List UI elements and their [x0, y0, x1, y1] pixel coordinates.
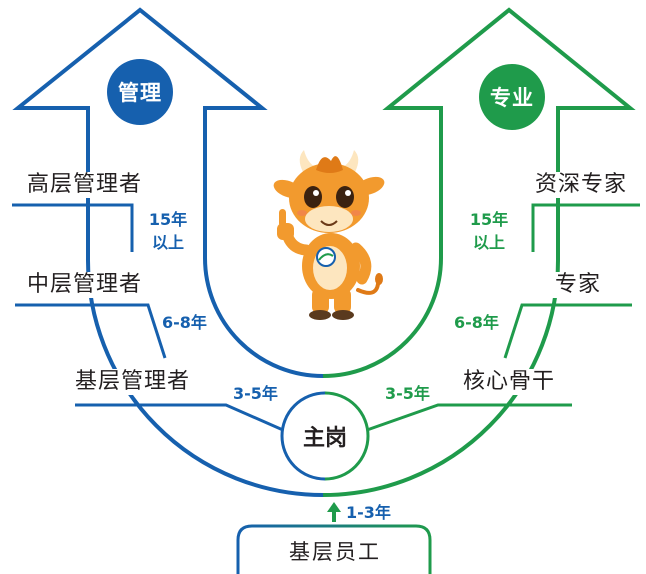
management-outer-curve [85, 257, 324, 497]
professional-middle-years: 6-8年 [454, 313, 499, 332]
senior-expert-step-line [531, 203, 640, 252]
cow-mascot-icon [273, 150, 385, 320]
entry-level-box [236, 524, 432, 574]
mascot-left-hoof [309, 310, 331, 320]
senior-manager-label: 高层管理者 [24, 172, 146, 198]
professional-arrow [322, 7, 636, 378]
professional-badge-label: 专业 [490, 86, 534, 110]
management-arrow [12, 7, 324, 378]
management-junior-years: 3-5年 [233, 384, 278, 403]
mascot-left-eye [304, 186, 322, 208]
professional-senior-years-line-2: 以上 [472, 233, 505, 252]
mascot-left-horn [299, 150, 315, 172]
mascot-left-eye-highlight [313, 190, 319, 196]
mascot-tail [356, 282, 380, 295]
senior-expert-label: 资深专家 [532, 172, 631, 198]
mascot-chest-logo-icon [316, 247, 336, 267]
expert-label: 专家 [552, 272, 605, 298]
arrow-up-icon [327, 502, 341, 522]
middle-manager-label: 中层管理者 [24, 272, 146, 298]
mascot-muzzle [305, 206, 353, 232]
professional-outer-curve [322, 257, 561, 497]
main-post-circle [282, 393, 368, 479]
management-senior-years-line-1: 15年 [148, 210, 188, 229]
mascot-tail-tuft [375, 273, 383, 285]
mascot-right-hoof [332, 310, 354, 320]
middle-manager-step-line [15, 303, 167, 359]
mascot-right-eye [336, 186, 354, 208]
professional-badge: 专业 [479, 64, 545, 130]
core-backbone-step-line [366, 403, 572, 432]
mascot-right-arm [350, 242, 372, 285]
mascot-right-eye-highlight [345, 190, 351, 196]
professional-junior-years: 3-5年 [385, 384, 430, 403]
main-post-circle-left-arc [280, 391, 326, 481]
professional-senior-years: 15年 以上 [466, 208, 512, 254]
expert-step-line [503, 303, 632, 359]
main-post-label: 主岗 [302, 426, 347, 451]
management-middle-years: 6-8年 [162, 313, 207, 332]
core-backbone-label: 核心骨干 [460, 369, 559, 395]
thumbs-up-icon [277, 209, 294, 240]
entry-years: 1-3年 [346, 503, 391, 522]
mascot-mouth [320, 220, 338, 226]
professional-senior-years-line-1: 15年 [469, 210, 509, 229]
junior-manager-step-line [75, 403, 284, 432]
management-senior-years: 15年 以上 [145, 208, 191, 254]
junior-manager-label: 基层管理者 [72, 369, 194, 395]
management-senior-years-line-2: 以上 [151, 233, 184, 252]
management-badge-label: 管理 [118, 81, 162, 105]
main-post-circle-right-arc [324, 391, 370, 481]
mascot-left-cheek [297, 210, 307, 216]
mascot-right-horn [343, 150, 359, 172]
management-badge: 管理 [107, 59, 173, 125]
senior-manager-step-line [12, 203, 134, 252]
mascot-hair-tuft [316, 156, 343, 173]
entry-level-label: 基层员工 [289, 539, 381, 564]
mascot-right-cheek [351, 210, 361, 216]
